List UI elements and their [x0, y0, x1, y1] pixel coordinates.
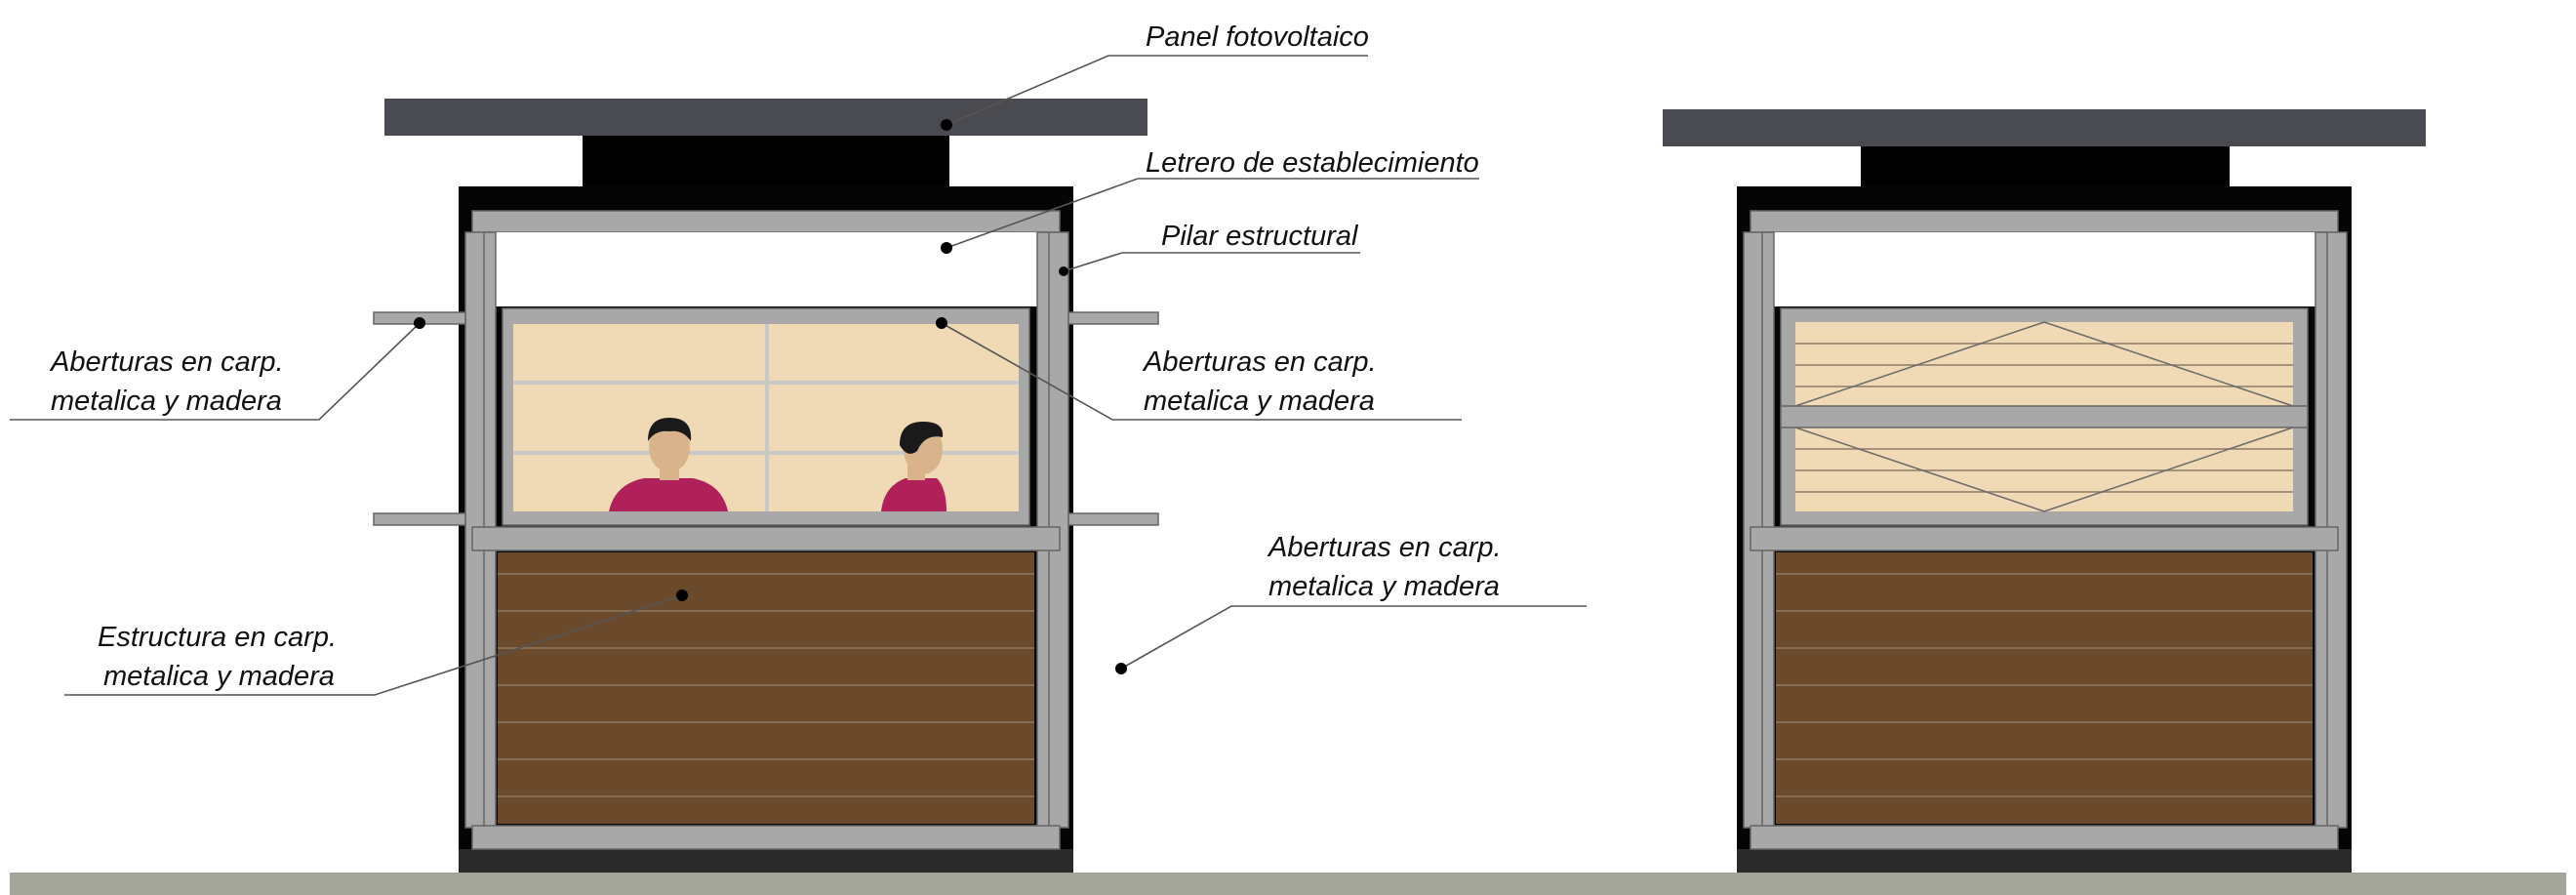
wood-panel-right	[1776, 552, 2313, 824]
person-front-figure	[609, 418, 728, 511]
counter-beam-left	[471, 526, 1061, 551]
shutter-upper-right	[1795, 322, 2293, 406]
annotation-letrero: Letrero de establecimiento	[941, 147, 1479, 254]
label-aberturas-left-1: Aberturas en carp.	[49, 346, 284, 378]
wood-planks-left	[498, 573, 1034, 797]
top-beam-right	[1750, 210, 2339, 233]
top-beam-left	[471, 210, 1061, 233]
person-profile-figure	[881, 422, 946, 511]
panel-support-right	[1861, 146, 2230, 186]
base-left	[459, 849, 1073, 873]
arm-lower-left	[373, 512, 466, 526]
wood-planks-right	[1776, 573, 2313, 797]
shutter-divider-right	[1780, 405, 2309, 428]
label-aberturas-right-2: metalica y madera	[1268, 571, 1500, 602]
panel-support-left	[583, 136, 949, 186]
label-aberturas-right-1: Aberturas en carp.	[1267, 532, 1502, 563]
annotation-aberturas-right: Aberturas en carp. metalica y madera	[1115, 532, 1587, 674]
solar-panel-left	[384, 99, 1147, 136]
annotation-pilar: Pilar estructural	[1059, 221, 1360, 276]
annotation-panel: Panel fotovoltaico	[941, 21, 1369, 131]
annotation-aberturas-left: Aberturas en carp. metalica y madera	[10, 317, 425, 421]
arm-upper-right	[1067, 311, 1159, 325]
kiosk-right	[1663, 109, 2426, 873]
label-pilar: Pilar estructural	[1161, 221, 1359, 252]
bottom-beam-right	[1750, 825, 2339, 850]
label-estructura-1: Estructura en carp.	[98, 622, 337, 653]
counter-beam-right	[1750, 526, 2339, 551]
shutter-lower-right	[1795, 427, 2293, 511]
arm-lower-right	[1067, 512, 1159, 526]
ground-strip	[10, 873, 2566, 895]
label-aberturas-left-2: metalica y madera	[51, 386, 282, 417]
shutter-lines-right	[1794, 321, 2294, 512]
label-panel-fotovoltaico: Panel fotovoltaico	[1146, 21, 1369, 53]
solar-panel-right	[1663, 109, 2426, 146]
label-letrero: Letrero de establecimiento	[1146, 147, 1479, 179]
label-estructura-2: metalica y madera	[103, 661, 335, 692]
label-aberturas-mid-2: metalica y madera	[1144, 386, 1375, 417]
annotation-estructura: Estructura en carp. metalica y madera	[64, 590, 688, 696]
bottom-beam-left	[471, 825, 1061, 850]
base-right	[1737, 849, 2352, 873]
label-aberturas-mid-1: Aberturas en carp.	[1142, 346, 1377, 378]
annotation-aberturas-mid: Aberturas en carp. metalica y madera	[936, 317, 1462, 421]
sign-panel-right	[1770, 232, 2320, 306]
wood-panel-left	[498, 552, 1034, 824]
kiosk-left	[373, 99, 1159, 873]
